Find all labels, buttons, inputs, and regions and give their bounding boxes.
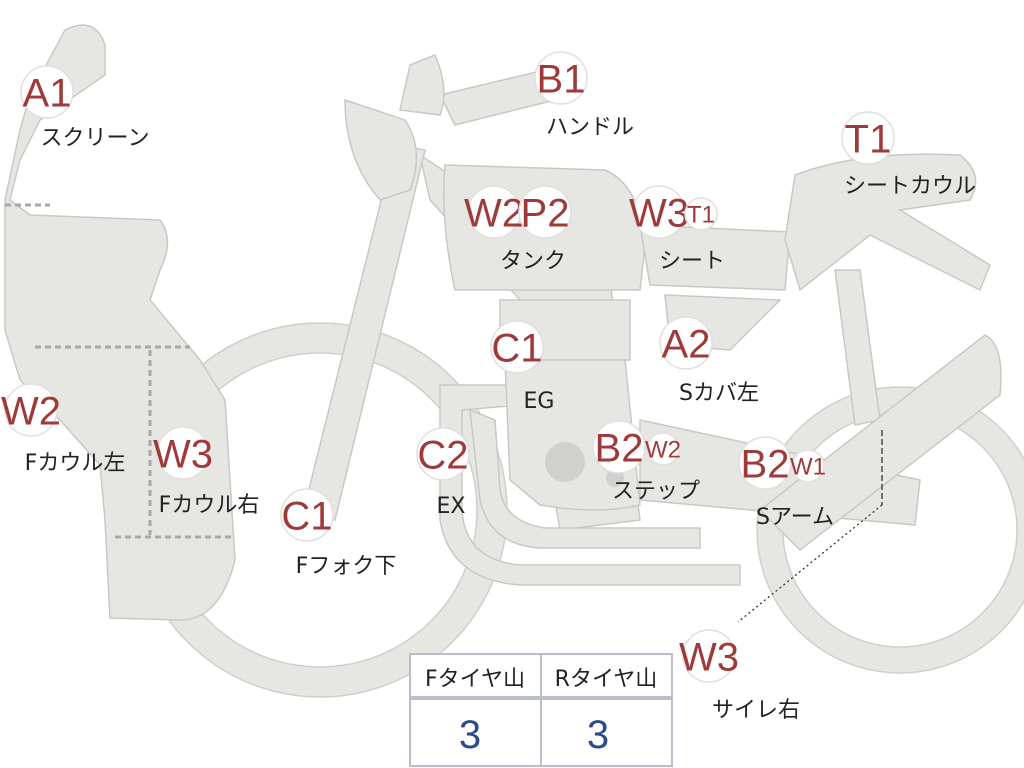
part-label: Sカバ左: [679, 381, 759, 406]
exhaust-pipes: [439, 384, 741, 586]
silencer: [758, 334, 1002, 551]
badge-circle: [4, 383, 58, 437]
badge-circle: [791, 449, 825, 483]
badge-circle: [280, 488, 334, 542]
badge-circle: [534, 51, 588, 105]
badge-circle: [592, 420, 646, 474]
damage-code: W2: [464, 191, 524, 235]
part-label: スクリーン: [41, 126, 150, 151]
tire-header-rear: Rタイヤ山: [555, 667, 658, 692]
badge-circle: [490, 320, 544, 374]
damage-code: T1: [845, 117, 892, 161]
damage-code: B1: [537, 57, 586, 101]
badge-circle: [682, 629, 736, 683]
part-label: EX: [437, 494, 466, 519]
badge-circle: [156, 426, 210, 480]
rear-wheel: [757, 387, 1024, 673]
damage-code: B2: [741, 442, 790, 486]
damage-code: W3: [629, 191, 689, 235]
badge-circle: [646, 432, 680, 466]
tire-value-rear: 3: [587, 713, 609, 757]
part-label: Fフォク下: [296, 554, 397, 579]
damage-code: W3: [679, 635, 739, 679]
damage-code: T1: [687, 202, 715, 229]
badge-circle: [518, 185, 572, 239]
damage-code: W3: [153, 432, 213, 476]
part-label: Sアーム: [756, 505, 834, 530]
part-label: ハンドル: [546, 115, 634, 140]
part-label: シート: [659, 249, 725, 274]
damage-code: A2: [662, 322, 711, 366]
damage-code: C1: [491, 326, 542, 370]
damage-code: C1: [281, 494, 332, 538]
damage-code: W2: [645, 437, 681, 464]
tire-value-front: 3: [459, 713, 481, 757]
headlight: [344, 98, 418, 201]
part-label: シートカウル: [844, 174, 976, 199]
damage-code: B2: [595, 426, 644, 470]
part-label: Fカウル右: [159, 493, 260, 518]
annotation-screen: A1 スクリーン: [20, 65, 150, 151]
part-label: Fカウル左: [25, 451, 126, 476]
badge-circle: [659, 316, 713, 370]
tire-header-front: Fタイヤ山: [425, 667, 525, 692]
annotation-handle: B1 ハンドル: [534, 51, 634, 140]
badge-circle: [738, 436, 792, 490]
part-label: EG: [524, 389, 555, 414]
damage-code: W2: [1, 389, 61, 433]
tire-tread-table: Fタイヤ山 Rタイヤ山 3 3: [409, 653, 673, 767]
part-label: タンク: [500, 249, 566, 274]
seat-cowl: [784, 153, 991, 292]
badge-circle: [20, 65, 74, 119]
damage-code: A1: [23, 71, 72, 115]
badge-circle: [684, 197, 718, 231]
badge-circle: [416, 427, 470, 481]
seat: [639, 224, 791, 291]
damage-code: C2: [417, 433, 468, 477]
damage-code: W1: [790, 454, 826, 481]
annotation-silencer-right: W3 サイレ右: [679, 629, 800, 723]
badge-circle: [841, 111, 895, 165]
part-label: サイレ右: [712, 698, 800, 723]
damage-code: P2: [521, 191, 570, 235]
part-label: ステップ: [612, 479, 700, 504]
annotation-seat-cowl: T1 シートカウル: [841, 111, 976, 199]
